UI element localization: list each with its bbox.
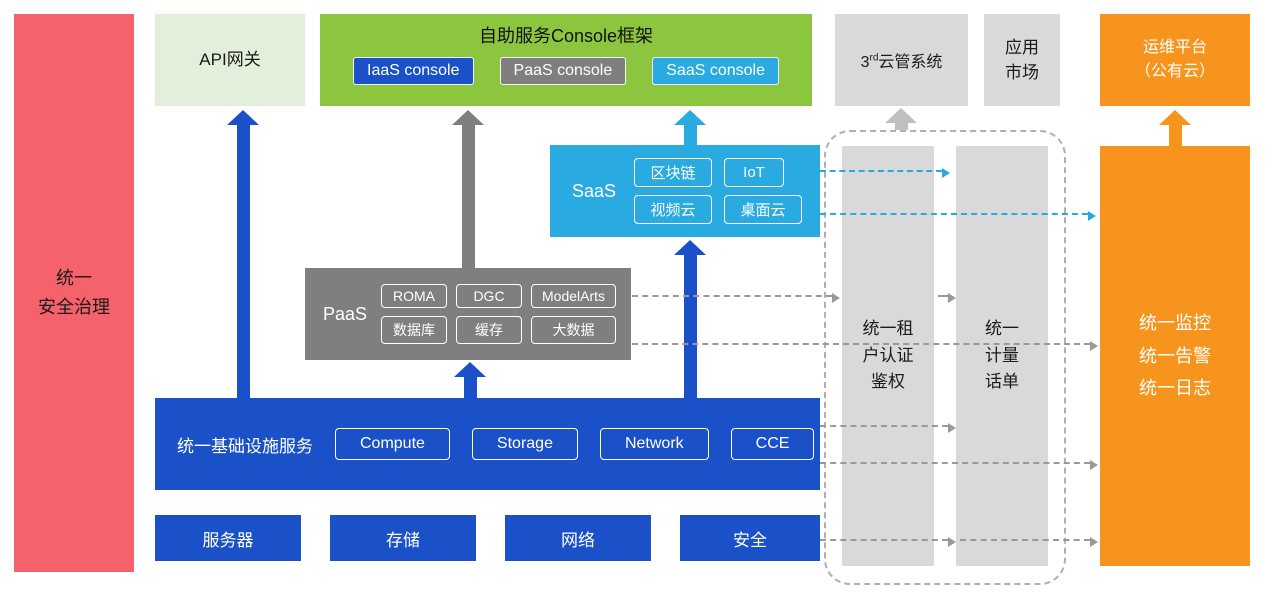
om-platform-box: 运维平台 （公有云） xyxy=(1100,14,1250,106)
third-cloud-mgmt-box: 3rd云管系统 xyxy=(835,14,968,106)
storage-box: 存储 xyxy=(330,515,476,561)
saas-item: 桌面云 xyxy=(724,195,802,224)
paas-console-chip: PaaS console xyxy=(499,57,627,85)
paas-item: ModelArts xyxy=(531,284,617,308)
monitor-bar: 统一监控 统一告警 统一日志 xyxy=(1100,146,1250,566)
paas-items: ROMA DGC ModelArts 数据库 缓存 大数据 xyxy=(381,284,617,344)
tenant-services-container xyxy=(824,130,1066,585)
monitor-bar-label: 统一监控 统一告警 统一日志 xyxy=(1139,313,1211,399)
arrow-infra-to-paas xyxy=(454,362,486,398)
arrow-paas-to-console xyxy=(452,110,484,268)
security-box: 安全 xyxy=(680,515,820,561)
arrow-infra-to-api xyxy=(227,110,259,398)
connector-saas-to-metering xyxy=(820,168,950,178)
connector-auth-to-metering xyxy=(938,293,956,303)
iaas-console-chip: IaaS console xyxy=(353,57,474,85)
third-cloud-mgmt-label: 3rd云管系统 xyxy=(860,52,943,71)
arrow-saas-to-console xyxy=(674,110,706,145)
security-governance-label: 统一 安全治理 xyxy=(38,268,110,317)
metering-bar: 统一 计量 话单 xyxy=(956,146,1048,566)
api-gateway-label: API网关 xyxy=(199,50,261,70)
infrastructure-label: 统一基础设施服务 xyxy=(177,436,313,456)
saas-items: 区块链 IoT 视频云 桌面云 xyxy=(634,158,802,224)
saas-item: 视频云 xyxy=(634,195,712,224)
connector-infra-to-metering xyxy=(820,423,956,433)
saas-item: 区块链 xyxy=(634,158,712,187)
connector-paas-to-auth xyxy=(632,293,840,303)
connector-paas-to-monitor xyxy=(632,341,1098,351)
metering-bar-label: 统一 计量 话单 xyxy=(985,319,1019,392)
server-label: 服务器 xyxy=(202,530,254,550)
infra-item: Network xyxy=(599,428,709,460)
paas-item: 大数据 xyxy=(531,316,617,344)
arrow-infra-to-saas xyxy=(674,240,706,398)
auth-bar: 统一租 户认证 鉴权 xyxy=(842,146,934,566)
app-market-box: 应用 市场 xyxy=(984,14,1060,106)
saas-console-chip: SaaS console xyxy=(652,57,779,85)
api-gateway-box: API网关 xyxy=(155,14,305,106)
infrastructure-box: 统一基础设施服务 Compute Storage Network CCE xyxy=(155,398,820,490)
app-market-label: 应用 市场 xyxy=(1005,37,1039,83)
arrow-monitor-to-om xyxy=(1159,110,1191,146)
saas-box: SaaS 区块链 IoT 视频云 桌面云 xyxy=(550,145,820,237)
infra-item: Compute xyxy=(335,428,450,460)
infra-item: CCE xyxy=(730,428,815,460)
paas-item: ROMA xyxy=(381,284,447,308)
console-framework-box: 自助服务Console框架 IaaS console PaaS console … xyxy=(320,14,812,106)
paas-label: PaaS xyxy=(323,303,368,324)
connector-infra-to-monitor xyxy=(820,460,1098,470)
saas-item: IoT xyxy=(724,158,784,187)
console-row: IaaS console PaaS console SaaS console xyxy=(353,57,779,85)
connector-metering-to-monitor xyxy=(960,537,1098,547)
paas-item: 数据库 xyxy=(381,316,447,344)
auth-bar-label: 统一租 户认证 鉴权 xyxy=(862,319,914,392)
infra-item: Storage xyxy=(471,428,578,460)
storage-label: 存储 xyxy=(386,530,420,550)
connector-saas-to-monitor xyxy=(820,211,1096,221)
paas-item: DGC xyxy=(456,284,522,308)
connector-hardware-to-metering xyxy=(820,537,956,547)
paas-item: 缓存 xyxy=(456,316,522,344)
saas-label: SaaS xyxy=(572,180,617,201)
security-governance-bar: 统一 安全治理 xyxy=(14,14,134,572)
om-platform-label: 运维平台 （公有云） xyxy=(1134,39,1215,80)
paas-box: PaaS ROMA DGC ModelArts 数据库 缓存 大数据 xyxy=(305,268,631,360)
network-box: 网络 xyxy=(505,515,651,561)
console-framework-title: 自助服务Console框架 xyxy=(478,26,654,46)
security-label: 安全 xyxy=(733,530,767,550)
network-label: 网络 xyxy=(561,530,595,550)
arrow-tenant-to-third-cloud xyxy=(885,108,917,130)
server-box: 服务器 xyxy=(155,515,301,561)
